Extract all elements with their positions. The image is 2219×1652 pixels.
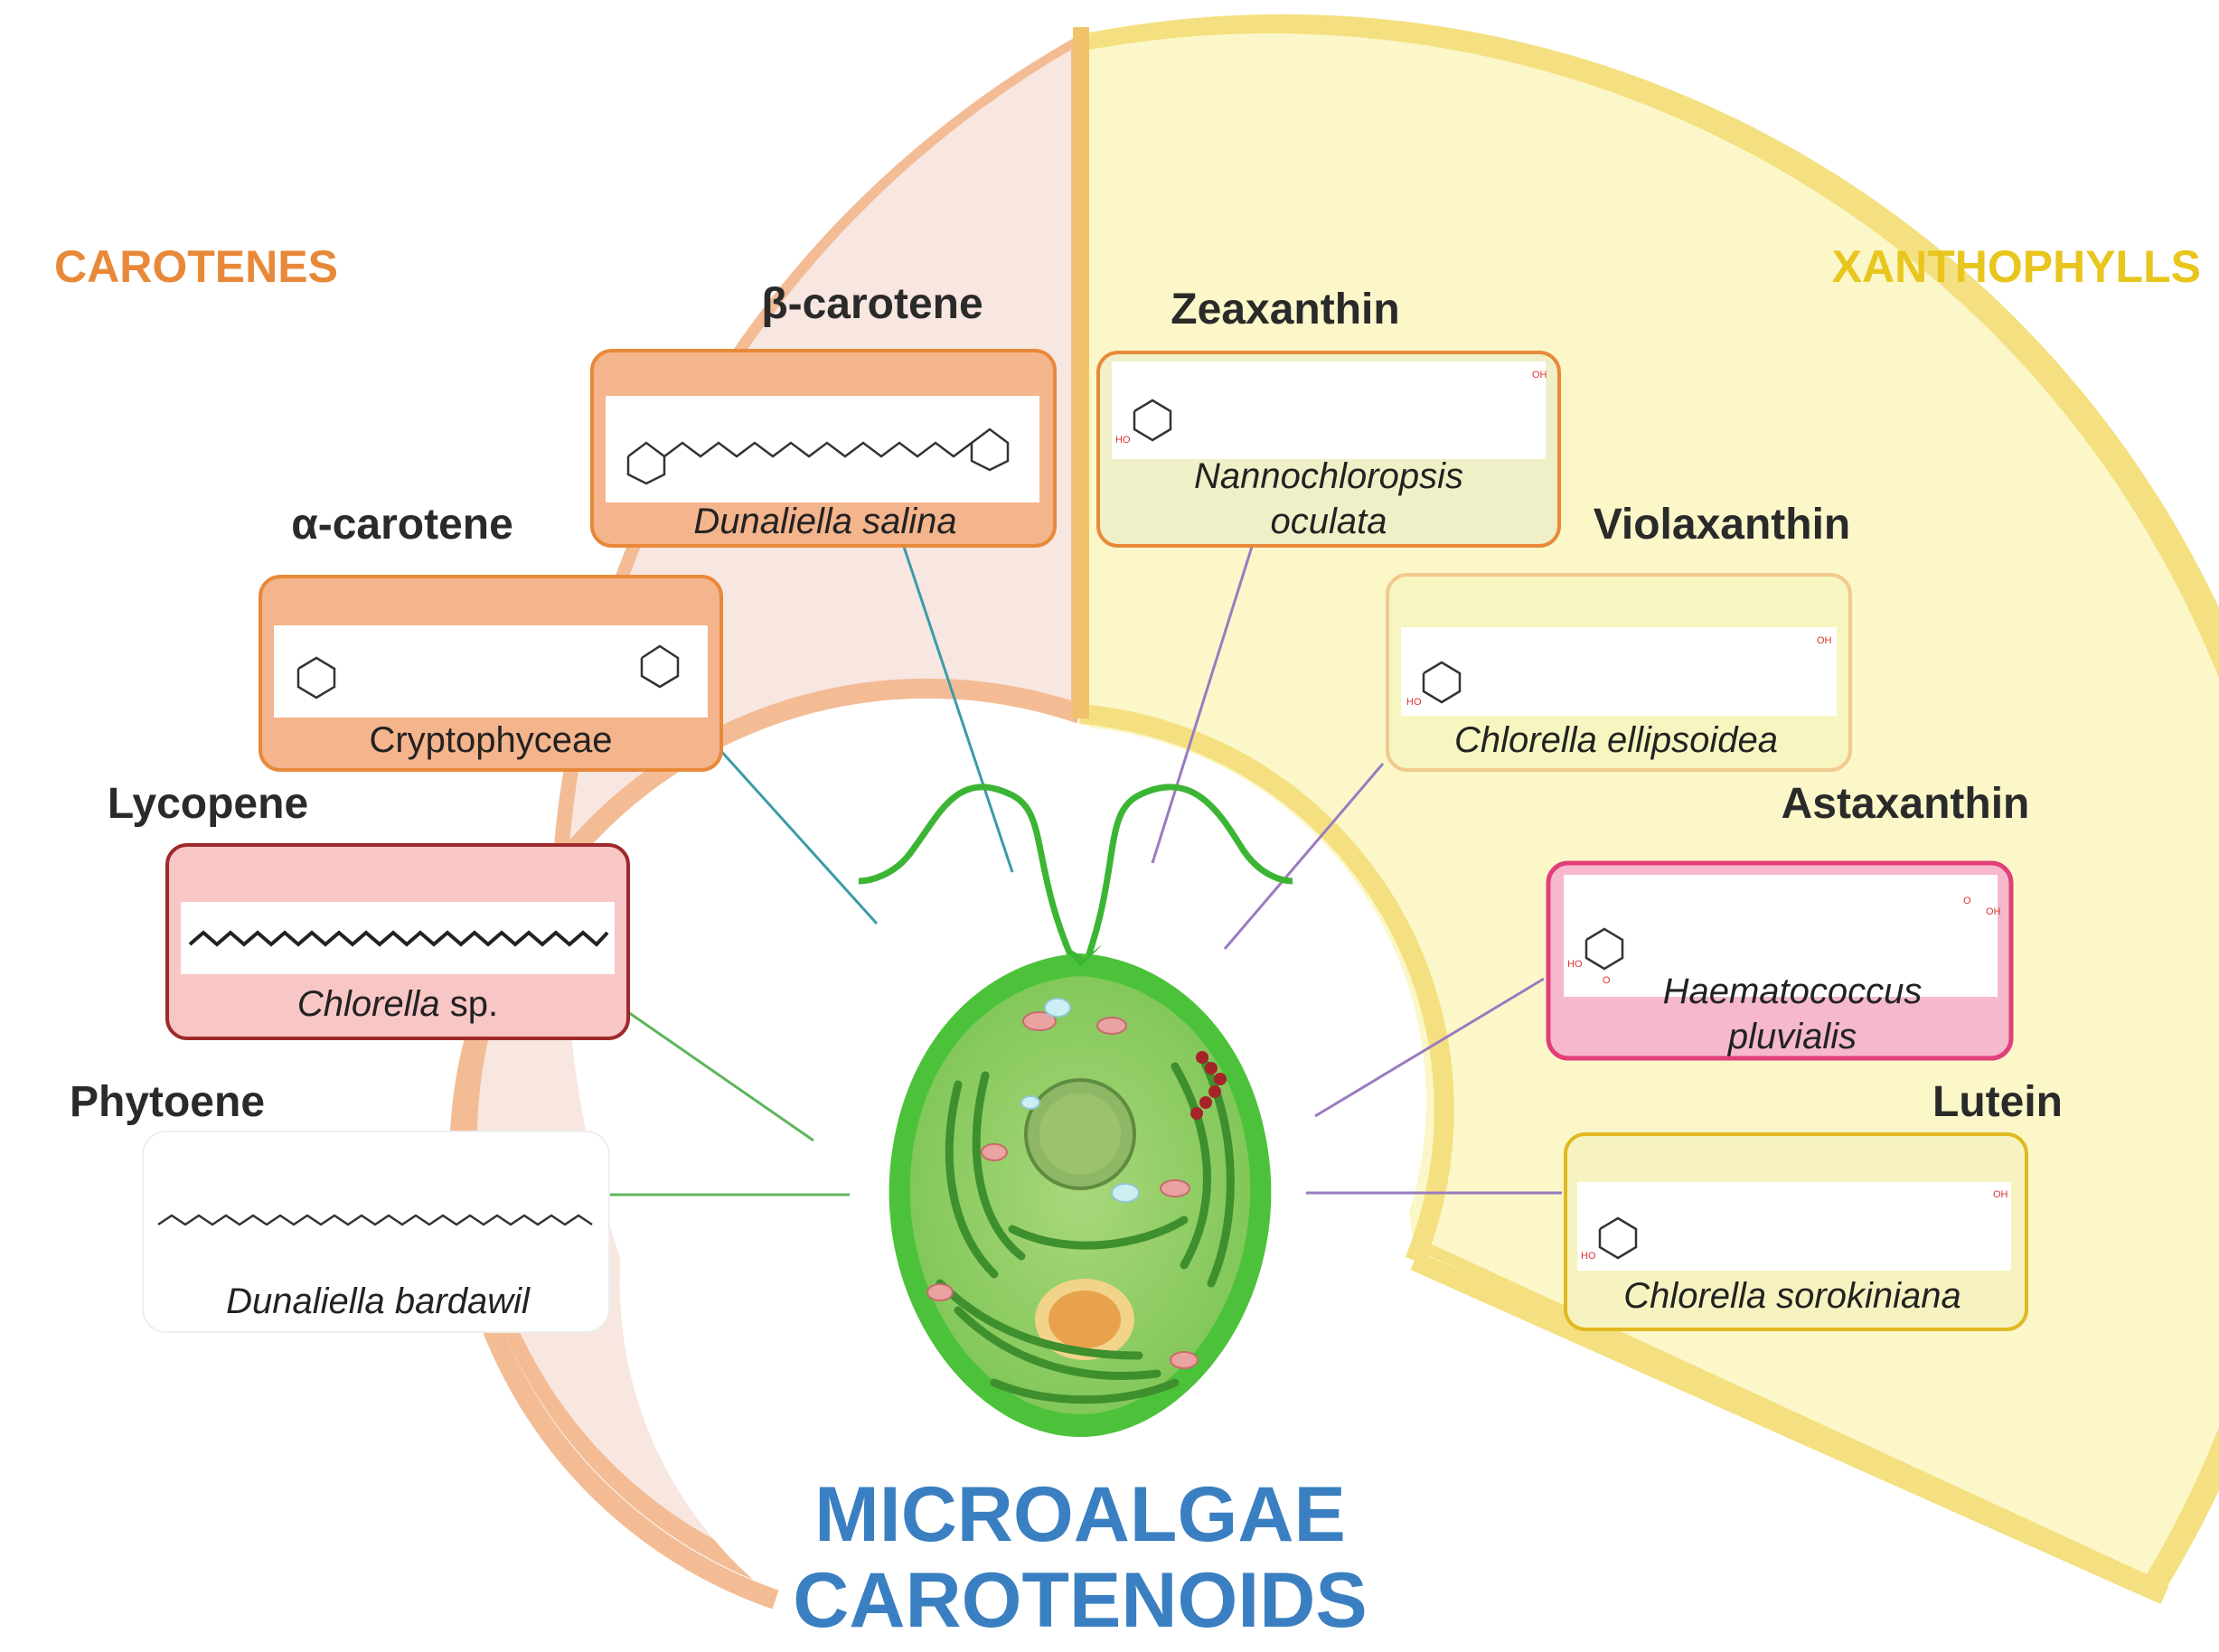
title-line1: MICROALGAE: [814, 1471, 1346, 1558]
card-zeaxanthin: Zeaxanthin HO OH Nannochloropsis oculata: [1096, 286, 1561, 548]
astaxanthin-o-label-left: O: [1603, 975, 1611, 986]
card-alpha-carotene: α-carotene Cryptophyceae: [259, 501, 723, 772]
violaxanthin-oh-label: OH: [1817, 635, 1832, 646]
lutein-source: Chlorella sorokiniana: [1623, 1276, 1961, 1316]
connector-violaxanthin: [1223, 763, 1385, 950]
lutein-structure: [1577, 1182, 2011, 1271]
xanthophylls-label: XANTHOPHYLLS: [1832, 241, 2201, 292]
phytoene-name: Phytoene: [70, 1078, 265, 1126]
astaxanthin-source-line2: pluvialis: [1727, 1017, 1857, 1056]
carotenes-label: CAROTENES: [54, 241, 338, 292]
violaxanthin-source: Chlorella ellipsoidea: [1454, 720, 1778, 760]
astaxanthin-structure: [1564, 875, 1998, 997]
lutein-name: Lutein: [1932, 1078, 2063, 1126]
alpha-carotene-source: Cryptophyceae: [369, 720, 612, 760]
lutein-oh-label: OH: [1993, 1189, 2008, 1200]
card-phytoene: Phytoene Dunaliella bardawil: [70, 1078, 610, 1333]
astaxanthin-o-label-right: O: [1963, 896, 1971, 906]
violaxanthin-structure: [1401, 627, 1837, 716]
astaxanthin-name: Astaxanthin: [1782, 780, 2030, 828]
connector-beta-carotene: [902, 546, 1014, 873]
zeaxanthin-ho-label: HO: [1115, 435, 1131, 446]
connector-lycopene: [627, 1010, 814, 1142]
beta-carotene-name: β-carotene: [761, 280, 983, 328]
zeaxanthin-source-line1: Nannochloropsis: [1194, 456, 1463, 496]
microalgae-cell-icon: [858, 784, 1293, 1437]
sector-divider: [1073, 27, 1089, 718]
lutein-ho-label: HO: [1581, 1251, 1596, 1262]
astaxanthin-source-line1: Haematococcus: [1663, 971, 1923, 1011]
zeaxanthin-structure: [1112, 361, 1546, 459]
title-line2: CAROTENOIDS: [793, 1557, 1367, 1644]
connector-astaxanthin: [1314, 977, 1545, 1118]
violaxanthin-name: Violaxanthin: [1594, 501, 1851, 549]
card-violaxanthin: Violaxanthin HO OH Chlorella ellipsoidea: [1386, 501, 1852, 772]
beta-carotene-source: Dunaliella salina: [693, 502, 956, 541]
connector-zeaxanthin: [1151, 546, 1254, 864]
alpha-carotene-structure: [274, 625, 708, 718]
zeaxanthin-oh-label: OH: [1532, 370, 1547, 380]
phytoene-source: Dunaliella bardawil: [226, 1281, 531, 1321]
connector-alpha-carotene: [717, 746, 879, 925]
card-astaxanthin: Astaxanthin HO O O OH Haematococcus pluv…: [1546, 780, 2030, 1061]
phytoene-structure: [157, 1214, 593, 1226]
beta-carotene-structure: [606, 396, 1039, 502]
card-lutein: Lutein HO OH Chlorella sorokiniana: [1564, 1078, 2063, 1331]
violaxanthin-ho-label: HO: [1406, 697, 1422, 708]
astaxanthin-ho-label: HO: [1567, 959, 1583, 970]
lycopene-source: Chlorella sp.: [297, 984, 498, 1024]
card-beta-carotene: β-carotene Dunaliella salina: [590, 280, 1057, 548]
zeaxanthin-name: Zeaxanthin: [1171, 286, 1399, 333]
lycopene-name: Lycopene: [108, 780, 308, 828]
sector-edges: [1410, 1251, 2169, 1605]
connectors: [610, 546, 1562, 1197]
astaxanthin-oh-label: OH: [1986, 906, 2001, 917]
zeaxanthin-source-line2: oculata: [1271, 502, 1387, 541]
alpha-carotene-name: α-carotene: [291, 501, 513, 549]
card-lycopene: Lycopene Chlorella sp.: [108, 780, 630, 1040]
